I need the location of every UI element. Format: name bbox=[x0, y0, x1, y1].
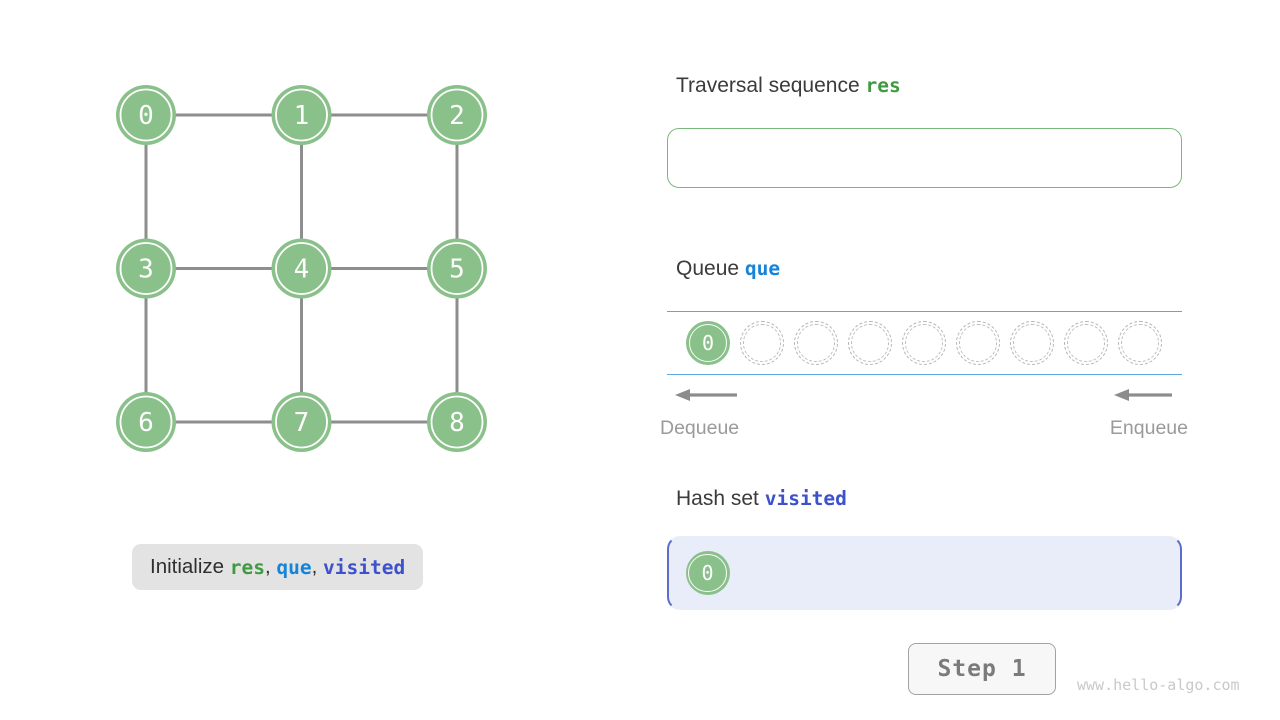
visited-panel-title: Hash set visited bbox=[676, 487, 847, 511]
graph-node-label: 3 bbox=[138, 255, 154, 285]
step-button[interactable]: Step 1 bbox=[908, 643, 1056, 695]
queue-item: 0 bbox=[686, 321, 730, 365]
caption-text: Initialize bbox=[150, 555, 230, 578]
graph-canvas: 0 1 2 3 4 5 6 7 8 bbox=[116, 85, 487, 452]
caption-separator: , bbox=[311, 555, 324, 578]
graph-node-label: 1 bbox=[294, 101, 310, 131]
graph-node-label: 6 bbox=[138, 408, 154, 438]
graph-node-label: 4 bbox=[294, 255, 310, 285]
graph-node-label: 7 bbox=[294, 408, 310, 438]
graph-node: 6 bbox=[116, 392, 176, 452]
queue-slot-empty bbox=[1010, 321, 1054, 365]
caption-var-que: que bbox=[276, 555, 312, 579]
res-panel-title: Traversal sequence res bbox=[676, 74, 901, 98]
traversal-sequence-box bbox=[667, 128, 1182, 188]
graph-node-label: 0 bbox=[138, 101, 154, 131]
graph-node: 1 bbox=[271, 85, 332, 145]
visited-item: 0 bbox=[685, 551, 730, 595]
caption-separator: , bbox=[265, 555, 277, 578]
queue-var-name: que bbox=[744, 257, 781, 280]
queue-slot-empty bbox=[740, 321, 784, 365]
res-panel-title-text: Traversal sequence bbox=[676, 74, 866, 97]
queue-slot-empty bbox=[902, 321, 946, 365]
graph-node: 7 bbox=[271, 392, 332, 452]
queue-slot-empty bbox=[1064, 321, 1108, 365]
queue-panel-title-text: Queue bbox=[676, 257, 745, 280]
visited-panel-title-text: Hash set bbox=[676, 487, 765, 510]
queue-slot-empty bbox=[1118, 321, 1162, 365]
watermark: www.hello-algo.com bbox=[1077, 676, 1240, 694]
queue-slot-empty bbox=[956, 321, 1000, 365]
graph-node: 2 bbox=[427, 85, 487, 145]
graph-node-label: 2 bbox=[449, 101, 465, 131]
queue-panel-title: Queue que bbox=[676, 257, 780, 281]
queue-slot-empty bbox=[848, 321, 892, 365]
enqueue-label: Enqueue bbox=[1109, 417, 1188, 439]
step-caption: Initialize res, que, visited bbox=[132, 544, 424, 590]
queue-track: 0 bbox=[667, 311, 1182, 375]
hash-set-box: 0 bbox=[667, 536, 1182, 610]
dequeue-label: Dequeue bbox=[660, 417, 740, 439]
visited-var-name: visited bbox=[764, 487, 847, 510]
queue-slot-empty bbox=[794, 321, 838, 365]
dequeue-arrow-icon bbox=[675, 389, 737, 401]
graph-node-label: 8 bbox=[449, 408, 465, 438]
graph-node: 4 bbox=[271, 238, 332, 299]
enqueue-arrow-icon bbox=[1114, 389, 1172, 401]
graph-node: 0 bbox=[116, 85, 176, 145]
state-panels: Traversal sequence res Queue que 0 Deque… bbox=[660, 0, 1188, 720]
graph-node-label: 5 bbox=[449, 255, 465, 285]
graph-node: 3 bbox=[116, 238, 176, 299]
graph-node: 8 bbox=[427, 392, 487, 452]
res-var-name: res bbox=[865, 74, 901, 97]
graph-node: 5 bbox=[427, 238, 487, 299]
caption-var-res: res bbox=[229, 555, 265, 579]
caption-var-visited: visited bbox=[323, 555, 406, 579]
